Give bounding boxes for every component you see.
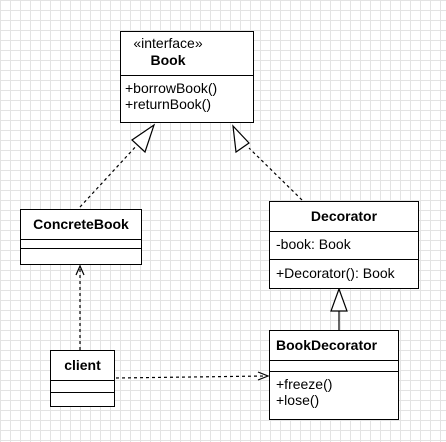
- class-client-attributes: [51, 381, 114, 393]
- class-decorator-name: Decorator: [310, 208, 378, 224]
- class-client-header: client: [51, 351, 114, 381]
- realization-line-decorator-book: [248, 147, 303, 201]
- class-bookdecorator-method: +lose(): [276, 392, 320, 408]
- class-concretebook-name: ConcreteBook: [33, 216, 129, 232]
- class-bookdecorator-methods: +freeze() +lose(): [270, 372, 398, 412]
- generalization-arrowhead-bookdecorator-decorator: [330, 287, 348, 312]
- dependency-arrowhead-client-concretebook: [75, 264, 85, 276]
- class-client-methods: [51, 393, 114, 405]
- class-bookdecorator[interactable]: BookDecorator +freeze() +lose(): [269, 330, 399, 420]
- class-concretebook-methods: [21, 249, 141, 258]
- class-decorator-methods: +Decorator(): Book: [270, 260, 418, 286]
- class-bookdecorator-name: BookDecorator: [276, 337, 378, 353]
- class-book-method: +returnBook(): [125, 96, 211, 112]
- class-concretebook[interactable]: ConcreteBook: [20, 209, 142, 265]
- class-book-name: Book: [150, 52, 186, 68]
- class-bookdecorator-attributes: [270, 361, 398, 372]
- dependency-arrowhead-client-bookdecorator: [257, 371, 270, 381]
- realization-line-concretebook-book: [79, 142, 140, 208]
- class-client-name: client: [64, 357, 101, 373]
- class-book[interactable]: «interface» Book +borrowBook() +returnBo…: [120, 31, 254, 123]
- class-client[interactable]: client: [50, 350, 115, 407]
- class-concretebook-attributes: [21, 240, 141, 249]
- class-book-stereotype: «interface»: [133, 35, 203, 51]
- realization-arrowhead-decorator-book: [232, 124, 250, 154]
- class-book-header: «interface» Book: [121, 32, 253, 76]
- class-decorator-header: Decorator: [270, 202, 418, 232]
- class-concretebook-header: ConcreteBook: [21, 210, 141, 240]
- class-bookdecorator-method: +freeze(): [276, 376, 333, 392]
- class-decorator[interactable]: Decorator -book: Book +Decorator(): Book: [269, 201, 419, 289]
- realization-arrowhead-concretebook-book: [131, 123, 156, 154]
- class-book-methods: +borrowBook() +returnBook(): [121, 76, 253, 116]
- class-decorator-attribute: -book: Book: [276, 236, 351, 252]
- class-decorator-attributes: -book: Book: [270, 232, 418, 260]
- dependency-line-client-bookdecorator: [115, 375, 267, 379]
- class-bookdecorator-header: BookDecorator: [270, 331, 398, 361]
- class-book-method: +borrowBook(): [125, 80, 218, 96]
- class-decorator-method: +Decorator(): Book: [276, 265, 395, 281]
